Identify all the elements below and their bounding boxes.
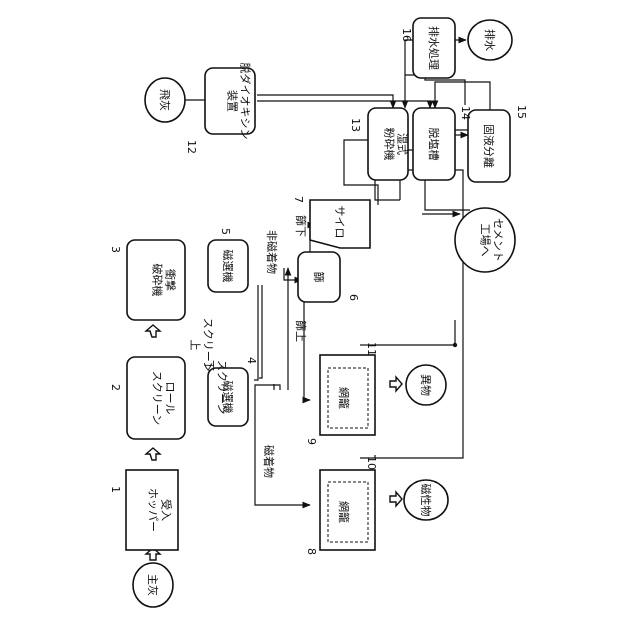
main-ash-label: 主灰	[146, 574, 160, 596]
label-line: 工場へ	[479, 224, 492, 257]
foreign-matter-label: 異物	[419, 374, 433, 396]
label-line: ホッパー	[147, 488, 160, 532]
cement-factory-label: セメント工場へ	[479, 218, 505, 262]
ref-9: 9	[305, 438, 318, 445]
label-line: 上	[189, 340, 202, 351]
label-line: 受入	[160, 499, 173, 521]
silo-label: サイロ	[333, 206, 346, 239]
ref-7: 7	[292, 196, 305, 203]
ref-3: 3	[109, 246, 122, 253]
ref-4: 4	[245, 357, 258, 364]
arrow-basket9-foreign	[390, 377, 402, 391]
arrow-roll-to-impact	[146, 325, 160, 337]
magnetic-label: 磁着物	[262, 445, 276, 478]
label-line: 粉砕機	[383, 128, 397, 161]
mesh-basket-9-label: 網籠	[337, 387, 351, 409]
ref-11: 11	[365, 342, 378, 356]
desalination-tank-label: 脱塩槽	[427, 128, 441, 161]
arrow-hopper-to-roll	[146, 448, 160, 460]
arrow-basket8-magnetic	[390, 492, 402, 506]
label-line: 脱ダイオキシン	[239, 63, 253, 140]
rotated-drawing: 主灰 受入ホッパー ロールスクリーン 衝撃破砕機 磁選機 磁選機 篩 サイロ 網…	[109, 18, 528, 607]
label-line: セメント	[492, 218, 505, 262]
ref-12: 12	[185, 140, 198, 154]
magnetic-matter-label: 磁性物	[419, 484, 433, 517]
non-magnetic-label: 非磁着物	[265, 230, 279, 274]
label-line: 破砕機	[151, 264, 165, 297]
label-line: スクリーン	[216, 360, 229, 414]
ref-10: 10	[365, 456, 378, 470]
ref-5: 5	[219, 228, 232, 235]
sieve-over-label: 篩上	[294, 320, 308, 342]
process-boxes	[126, 18, 515, 607]
sieve-label: 篩	[312, 272, 326, 283]
ref-1: 1	[109, 486, 122, 493]
ref-2: 2	[109, 384, 122, 391]
solid-liquid-separation-label: 固液分離	[482, 124, 496, 168]
ref-16: 16	[400, 28, 413, 42]
label-line: ロール	[164, 382, 177, 415]
ref-15: 15	[515, 105, 528, 119]
sieve-under-label: 篩下	[294, 215, 308, 237]
label-line: 湿式	[396, 133, 409, 155]
wastewater-treatment-label: 排水処理	[427, 26, 441, 70]
ref-8: 8	[305, 548, 318, 555]
fly-ash-label: 飛灰	[158, 89, 172, 111]
label-line: 下	[203, 360, 216, 371]
ref-14: 14	[459, 106, 472, 120]
label-line: 衝撃	[164, 269, 178, 291]
magnetic-separator-5-label: 磁選機	[221, 250, 235, 283]
wastewater-label: 排水	[483, 29, 497, 51]
ref-6: 6	[347, 294, 360, 301]
label-line: 装置	[226, 90, 239, 112]
label-line: スクリーン	[151, 371, 164, 425]
ref-13: 13	[349, 118, 362, 132]
mesh-basket-8-label: 網籠	[337, 501, 351, 523]
